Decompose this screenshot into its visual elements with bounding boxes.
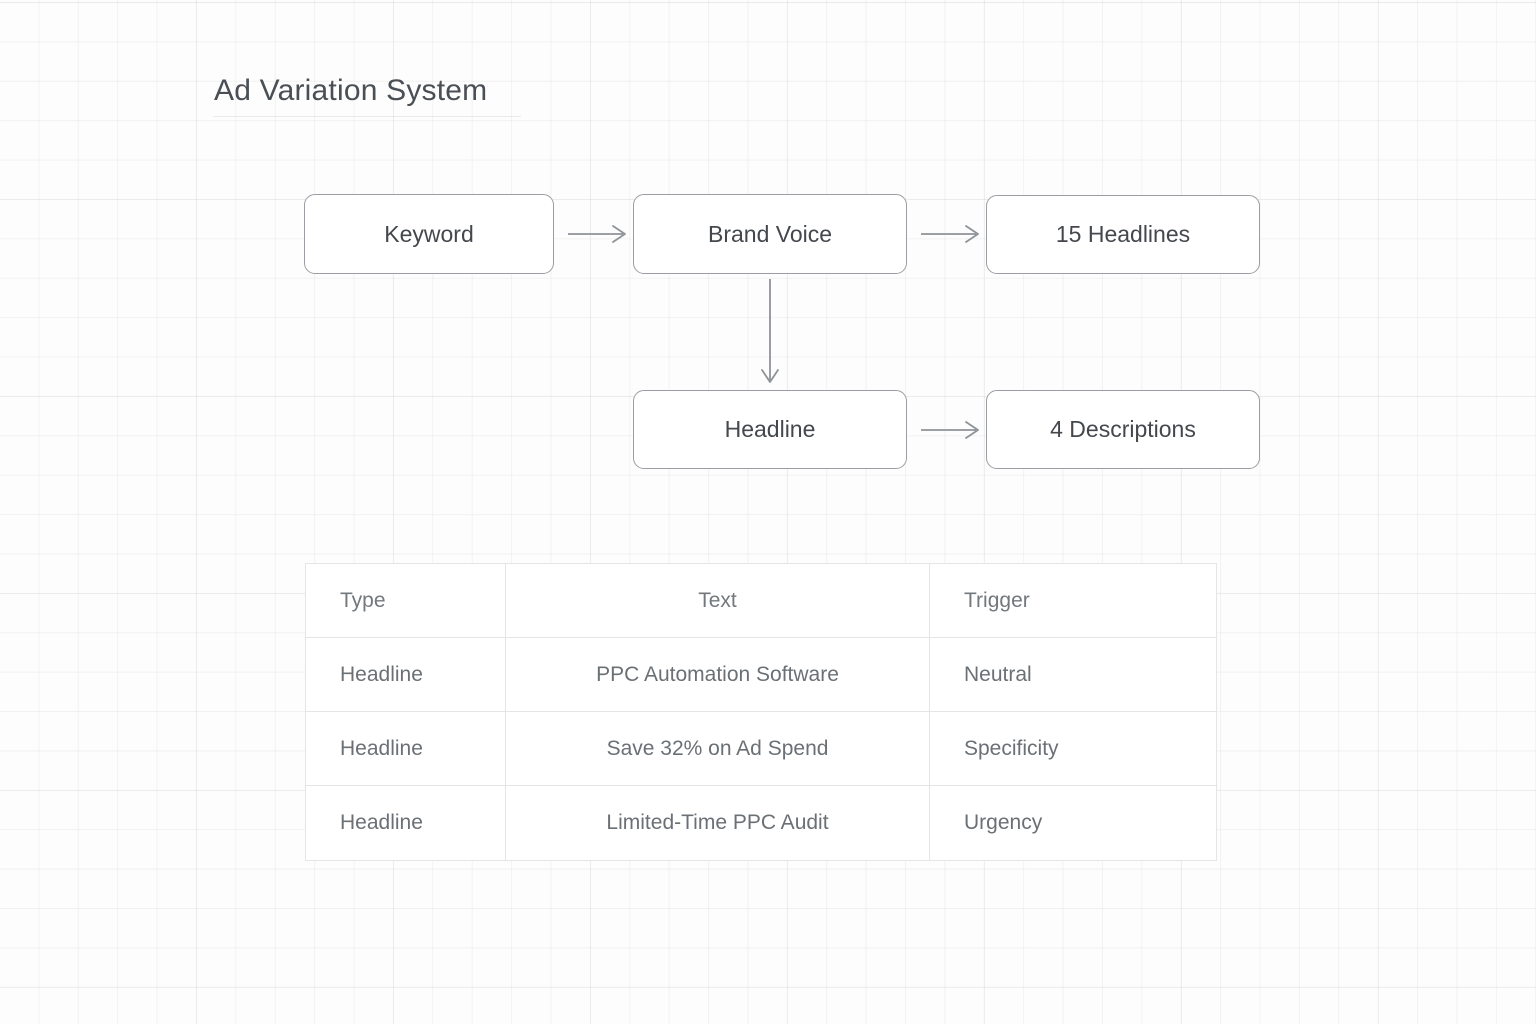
arrow-down-icon-brand-voice-to-headline [761,279,779,383]
table-row[interactable]: Headline Limited-Time PPC Audit Urgency [305,785,1217,861]
cell-text: Save 32% on Ad Spend [505,711,930,786]
cell-text: PPC Automation Software [505,637,930,712]
flow-node-brand-voice[interactable]: Brand Voice [633,194,907,274]
table-row[interactable]: Headline Save 32% on Ad Spend Specificit… [305,711,1217,786]
title-underline [213,116,521,117]
flow-node-label: Brand Voice [707,220,833,247]
column-header-trigger: Trigger [929,563,1217,638]
column-header-text: Text [505,563,930,638]
cell-trigger: Urgency [929,785,1217,861]
arrow-right-icon-keyword-to-brand-voice [568,225,626,243]
column-header-type: Type [305,563,506,638]
arrow-right-icon-headline-to-4-descriptions [921,421,979,439]
flow-node-headline[interactable]: Headline [633,390,907,469]
flow-node-4-descriptions[interactable]: 4 Descriptions [986,390,1260,469]
flow-node-keyword[interactable]: Keyword [304,194,554,274]
arrow-right-icon-brand-voice-to-15-headlines [921,225,979,243]
table-header-row: Type Text Trigger [305,563,1217,638]
page-title: Ad Variation System [214,74,488,107]
cell-type: Headline [305,637,506,712]
flow-node-label: Headline [724,416,816,442]
variation-table: Type Text Trigger Headline PPC Automatio… [305,563,1217,861]
flow-node-label: 4 Descriptions [1050,416,1196,442]
cell-type: Headline [305,711,506,786]
flow-node-label: 15 Headlines [1055,221,1191,247]
cell-type: Headline [305,785,506,861]
cell-trigger: Neutral [929,637,1217,712]
table-row[interactable]: Headline PPC Automation Software Neutral [305,637,1217,712]
cell-trigger: Specificity [929,711,1217,786]
cell-text: Limited-Time PPC Audit [505,785,930,861]
table-header: Type Text Trigger [305,563,1217,638]
flow-node-15-headlines[interactable]: 15 Headlines [986,195,1260,274]
flow-node-label: Keyword [384,220,474,247]
table-body: Headline PPC Automation Software Neutral… [305,637,1217,861]
